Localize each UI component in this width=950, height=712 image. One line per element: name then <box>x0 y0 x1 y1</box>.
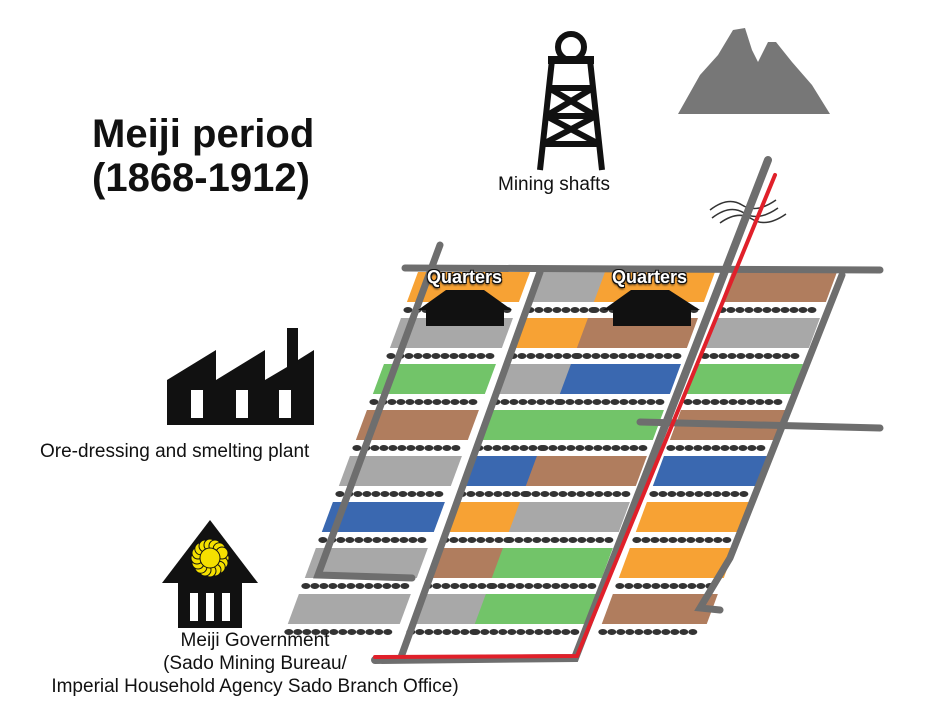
plot-orange <box>618 548 735 578</box>
plot-orange <box>511 318 595 348</box>
plot-grid <box>284 272 837 635</box>
road-network <box>313 241 884 664</box>
plot-green <box>542 410 664 440</box>
ore-dots-row <box>556 399 665 405</box>
ore-dots-row <box>301 583 410 589</box>
ore-dots-row <box>505 537 614 543</box>
plot-green <box>372 364 496 394</box>
title-line-1: Meiji period <box>92 112 315 156</box>
factory-icon <box>167 328 314 425</box>
government-label-line-3: Imperial Household Agency Sado Branch Of… <box>51 676 459 697</box>
plot-blue <box>652 456 769 486</box>
plot-gray <box>508 502 630 532</box>
plot-blue <box>559 364 681 394</box>
ore-dots-row <box>369 399 478 405</box>
quarters-label-right: Quarters <box>612 267 688 287</box>
road-east-edge <box>694 271 846 614</box>
ore-dots-row <box>491 399 564 405</box>
quarters-icon <box>603 290 700 326</box>
plant-label: Ore-dressing and smelting plant <box>40 441 310 462</box>
plot-gray <box>338 456 462 486</box>
ore-dots-row <box>666 445 766 451</box>
plot-gray <box>304 548 428 578</box>
plot-brown <box>355 410 479 440</box>
ore-dots-row <box>457 491 530 497</box>
ore-dots-row <box>573 353 682 359</box>
plot-blue <box>321 502 445 532</box>
plot-brown <box>720 272 837 302</box>
plot-gray <box>528 272 612 302</box>
ore-dots-row <box>440 537 513 543</box>
quarters-icon <box>418 290 512 326</box>
ore-dots-row <box>508 353 581 359</box>
plot-gray <box>287 594 411 624</box>
plot-green <box>686 364 803 394</box>
mountain-icon <box>678 28 830 114</box>
ore-dots-row <box>683 399 783 405</box>
ore-dots-row <box>471 629 580 635</box>
ore-dots-row <box>615 583 715 589</box>
government-building-icon <box>162 520 258 628</box>
ore-dots-row <box>474 445 547 451</box>
plot-orange <box>635 502 752 532</box>
ore-dots-row <box>632 537 732 543</box>
mining-shafts-label: Mining shafts <box>498 174 610 195</box>
ore-dots-row <box>525 307 598 313</box>
title-line-2: (1868-1912) <box>92 156 310 200</box>
road-column-2 <box>396 268 544 664</box>
quarters-label-left: Quarters <box>427 267 503 287</box>
plot-orange <box>443 502 527 532</box>
plot-brown <box>426 548 510 578</box>
mining-shaft-icon <box>537 31 605 171</box>
page-title: Meiji period (1868-1912) <box>92 112 314 200</box>
road-west-edge <box>313 241 444 582</box>
plot-brown <box>601 594 718 624</box>
ore-dots-row <box>488 583 597 589</box>
road-middle <box>636 418 884 432</box>
ore-dots-row <box>649 491 749 497</box>
ore-dots-row <box>284 629 393 635</box>
plot-gray <box>494 364 578 394</box>
plot-orange <box>593 272 715 302</box>
government-label: Meiji Government (Sado Mining Bureau/ Im… <box>0 629 510 698</box>
road-north <box>401 264 884 274</box>
plot-orange <box>406 272 530 302</box>
ore-dots-row <box>352 445 461 451</box>
chrysanthemum-emblem-icon <box>190 538 230 578</box>
ore-dots-row <box>423 583 496 589</box>
government-label-line-2: (Sado Mining Bureau/ <box>163 653 347 674</box>
plot-gray <box>409 594 493 624</box>
highlighted-road <box>371 156 777 664</box>
ore-dots-row <box>598 629 698 635</box>
plot-green <box>474 594 596 624</box>
plot-green <box>477 410 561 440</box>
ore-dots-row <box>522 491 631 497</box>
plot-gray <box>703 318 820 348</box>
ore-dots-row <box>318 537 427 543</box>
government-label-line-1: Meiji Government <box>180 630 330 651</box>
plot-brown <box>525 456 647 486</box>
ore-dots-row <box>700 353 800 359</box>
ore-dots-row <box>539 445 648 451</box>
plot-blue <box>460 456 544 486</box>
ore-dots-row <box>717 307 817 313</box>
plot-green <box>491 548 613 578</box>
